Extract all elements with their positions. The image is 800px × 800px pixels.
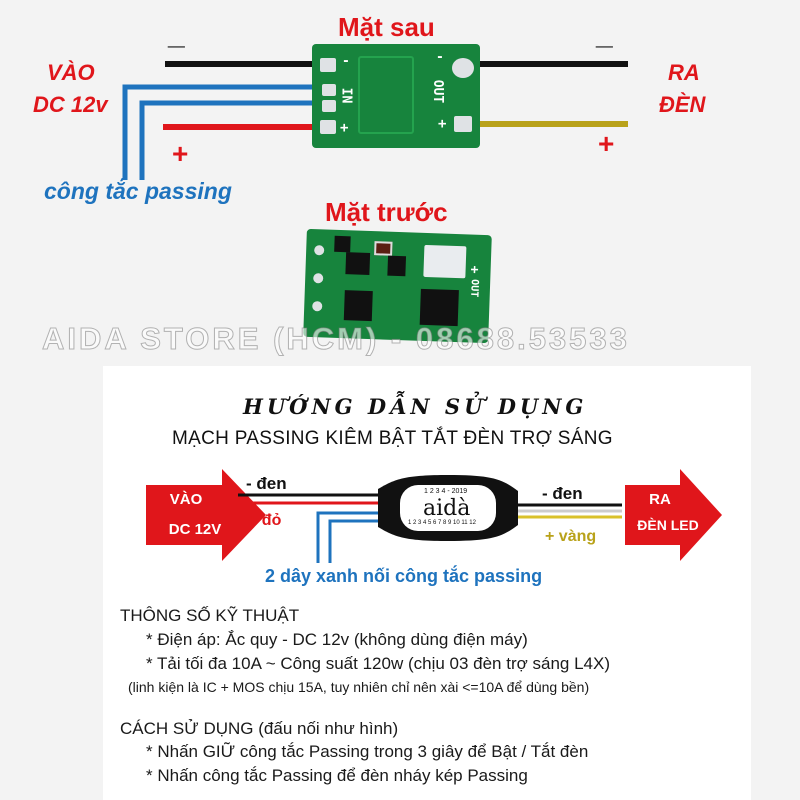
input-arrow-line2: DC 12V [168, 521, 222, 538]
guide-wire-blue-1 [316, 511, 378, 563]
pcb-minus-mark-right: - [436, 50, 444, 65]
usage-line-hold: * Nhấn GIỮ công tắc Passing trong 3 giây… [146, 742, 589, 761]
back-pcb-board: - IN + - OUT + [312, 44, 480, 148]
back-side-title: Mặt sau [338, 12, 435, 42]
output-label-line1: RA [668, 60, 700, 85]
chip-ic-2 [387, 255, 407, 277]
output-arrow-line2: ĐÈN LED [637, 517, 699, 533]
module-bottom-digits: 1 2 3 4 5 6 7 8 9 10 11 12 [408, 520, 476, 526]
wire-label-blue: 2 dây xanh nối công tắc passing [265, 566, 543, 586]
pcb-plus-mark-right: + [438, 116, 447, 132]
usage-line-press: * Nhấn công tắc Passing để đèn nháy kép … [146, 766, 528, 785]
guide-subtitle: MẠCH PASSING KIÊM BẬT TẮT ĐÈN TRỢ SÁNG [172, 428, 613, 449]
usage-heading: CÁCH SỬ DỤNG (đấu nối như hình) [120, 719, 399, 738]
plus-left: + [172, 138, 189, 169]
switch-passing-label: công tắc passing [44, 178, 232, 204]
guide-title: HƯỚNG DẪN SỬ DỤNG [243, 394, 588, 419]
minus-left: _ [168, 18, 185, 51]
pad-in-plus [320, 120, 336, 134]
front-pad-large [423, 244, 467, 279]
chip-ic-3 [343, 290, 373, 322]
input-arrow-line1: VÀO [169, 491, 203, 508]
wire-label-red: + đỏ [248, 512, 282, 529]
pcb-in-mark: IN [338, 87, 354, 104]
back-side-section: Mặt sau VÀO DC 12v RA ĐÈN _ _ + + - IN +… [0, 0, 800, 204]
specs-line-load: * Tải tối đa 10A ~ Công suất 120w (chịu … [146, 654, 610, 673]
specs-line-voltage: * Điện áp: Ắc quy - DC 12v (không dùng đ… [146, 630, 528, 649]
wire-blue-outer [122, 84, 326, 180]
input-label-line1: VÀO [47, 60, 95, 85]
pcb-out-mark: OUT [430, 79, 446, 104]
input-label-line2: DC 12v [33, 92, 108, 117]
module-body [378, 475, 518, 541]
pad-in-1 [322, 84, 336, 96]
specs-line-components: (linh kiện là IC + MOS chịu 15A, tuy nhi… [128, 679, 590, 695]
wire-label-black-right: - đen [542, 484, 583, 503]
wire-blue-inner [139, 100, 326, 180]
plus-right: + [598, 128, 615, 159]
wiring-diagram [146, 469, 722, 563]
instruction-panel [103, 366, 751, 800]
chip-top-left [334, 235, 351, 253]
output-arrow-line1: RA [649, 491, 671, 508]
specs-heading: THÔNG SỐ KỸ THUẬT [120, 606, 300, 625]
back-pcb-trace [358, 56, 414, 134]
store-watermark: AIDA STORE (HCM) - 08688.53533 [42, 321, 630, 357]
output-arrow [625, 469, 722, 561]
front-pcb-plus: + [470, 262, 479, 278]
chip-ic-1 [345, 252, 371, 276]
resistor-red [374, 241, 393, 256]
front-pad-left-1 [314, 245, 325, 256]
front-pad-left-2 [313, 273, 324, 284]
front-pcb-out: OUT [468, 278, 480, 298]
output-label-line2: ĐÈN [659, 92, 706, 117]
front-pad-left-3 [312, 301, 323, 312]
pad-in-2 [322, 100, 336, 112]
pcb-minus-mark-left: - [342, 54, 350, 69]
module-brand-logo: aidà [423, 496, 471, 521]
input-arrow [146, 469, 266, 561]
wire-label-black-left: - đen [246, 474, 287, 493]
minus-right: _ [596, 18, 613, 51]
pad-out-minus [452, 58, 474, 78]
guide-wire-blue-2 [328, 519, 378, 563]
module-top-digits: 1 2 3 4 - 2019 [424, 488, 468, 495]
back-side-wires [122, 61, 628, 180]
wire-label-yellow: + vàng [545, 528, 597, 545]
pad-in-minus [320, 58, 336, 72]
pcb-plus-mark-left: + [340, 120, 349, 136]
front-side-title: Mặt trước [325, 197, 448, 227]
pad-out-plus [454, 116, 472, 132]
